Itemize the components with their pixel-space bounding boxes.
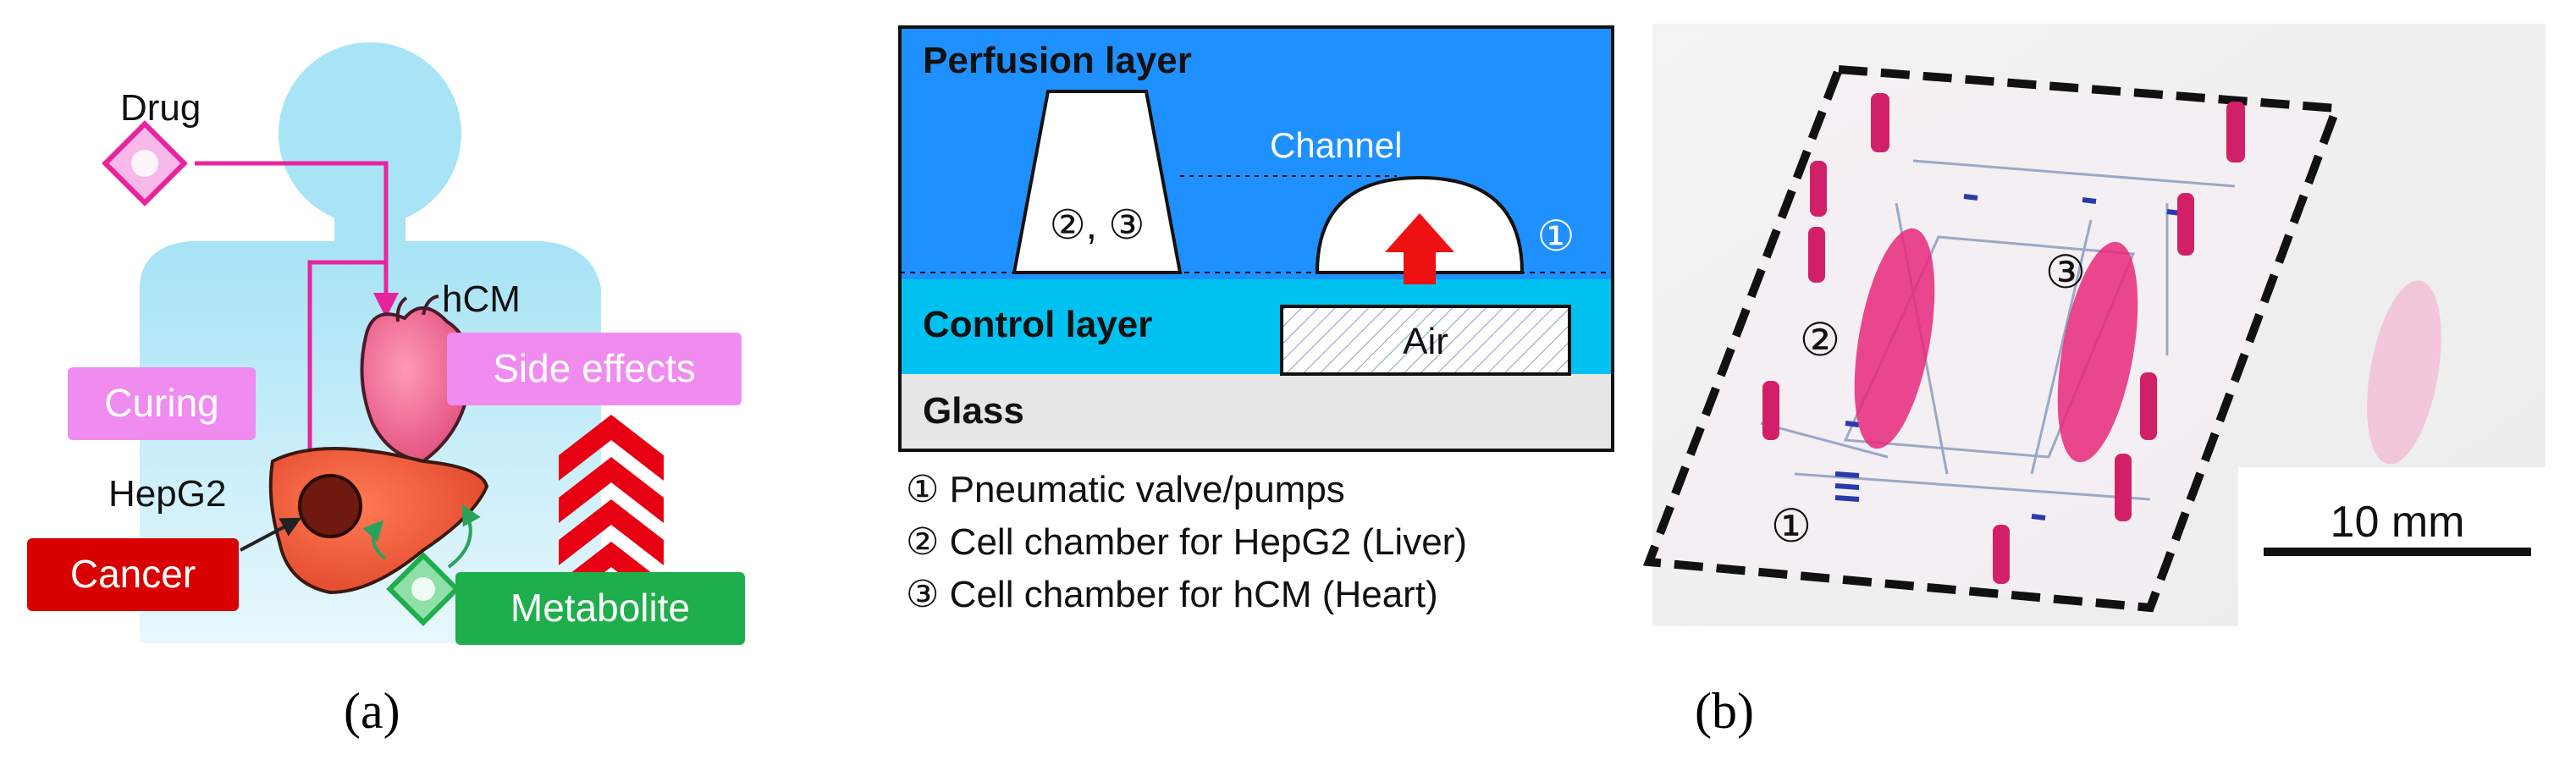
air-hatch [1283, 308, 1568, 372]
scale-label: 10 mm [2331, 498, 2465, 547]
legend-item: ① Pneumatic valve/pumps [906, 469, 1345, 510]
drug-icon [102, 120, 188, 207]
legend-item: ③ Cell chamber for hCM (Heart) [906, 574, 1438, 615]
tubing-ports [1762, 93, 2245, 584]
perfusion-label: Perfusion layer [923, 40, 1192, 81]
drug-to-liver-arrow [297, 260, 386, 498]
panel-b-caption: (b) [1695, 683, 1754, 739]
hepg2-label: HepG2 [108, 473, 226, 515]
side-effects-box [447, 333, 742, 405]
panel-a-caption: (a) [344, 683, 400, 739]
scale-bar-box [2238, 467, 2546, 626]
valve-marker: ① [1537, 212, 1575, 260]
photo-marker-1: ① [1771, 501, 1812, 552]
valve-marks [1834, 194, 2182, 520]
metabolite-arrow-up [447, 504, 481, 569]
hcm-label: hCM [442, 278, 521, 320]
curing-label: Curing [104, 381, 219, 425]
glass-layer [900, 374, 1613, 450]
panel-b-photo: ③ ② ① 10 mm [1642, 24, 2546, 626]
hcm-chamber [2057, 241, 2138, 463]
metabolite-arrow-left [362, 520, 387, 560]
side-effects-label: Side effects [493, 346, 696, 390]
schematic-legend: ① Pneumatic valve/pumps ② Cell chamber f… [906, 464, 1467, 621]
extra-chamber [2367, 280, 2441, 465]
glass-label: Glass [923, 390, 1024, 432]
air-label: Air [1403, 321, 1448, 362]
curing-box [68, 367, 256, 440]
panel-a: Drug hCM HepG2 Curing Side effects [27, 42, 745, 645]
control-label: Control layer [923, 304, 1152, 345]
chamber-label: ②, ③ [1050, 203, 1145, 248]
panel-b-schematic: Perfusion layer ②, ③ Channel ① Control l… [898, 25, 1614, 452]
drug-label: Drug [120, 87, 201, 129]
hepg2-chamber [1854, 228, 1935, 449]
metabolite-box [455, 572, 745, 645]
photo-marker-3: ③ [2045, 247, 2086, 298]
legend-item: ② Cell chamber for HepG2 (Liver) [906, 521, 1467, 563]
photo-marker-2: ② [1800, 315, 1840, 366]
cell-chamber [1012, 90, 1183, 274]
metabolite-icon [386, 552, 461, 626]
arrow-up-icon [1385, 213, 1454, 284]
schematic-frame [898, 25, 1614, 452]
cancer-arrow [240, 517, 302, 552]
channel-label: Channel [1270, 125, 1402, 165]
metabolite-label: Metabolite [510, 586, 690, 630]
cancer-label: Cancer [70, 552, 196, 596]
cancer-box [27, 538, 239, 611]
